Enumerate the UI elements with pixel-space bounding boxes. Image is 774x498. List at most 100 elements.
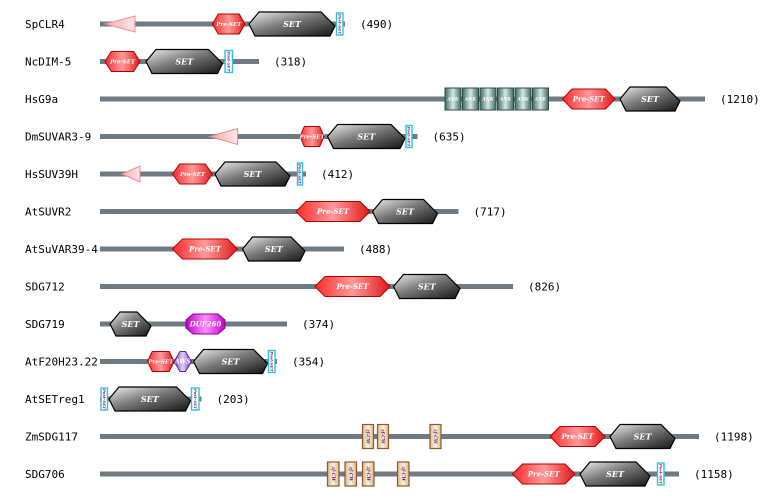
domain-label: SET: [606, 469, 625, 479]
domain-label: Pre-SET: [215, 22, 242, 28]
domain-label: SET: [141, 394, 160, 404]
protein-backbone: [100, 434, 699, 439]
domain-label: ANK: [481, 97, 495, 103]
protein-backbone: [100, 209, 459, 214]
domain-label: Post-SET: [269, 350, 274, 372]
protein-length: (1198): [714, 431, 754, 444]
set-domain: [214, 161, 291, 187]
protein-name: SDG719: [25, 318, 65, 331]
set-domain: [241, 236, 306, 262]
ank-repeat: [514, 87, 532, 111]
protein-length: (1158): [694, 468, 734, 481]
domain-label: Pre-SET: [179, 172, 206, 178]
zf-cw-domain: [361, 461, 375, 487]
domain-label: Pre-SET: [147, 359, 174, 365]
postset-domain: [190, 387, 200, 411]
postset-domain: [405, 124, 413, 149]
protein-backbone: [100, 284, 513, 289]
set-domain: [619, 86, 681, 112]
protein-row: DmSUVAR3-9 Pre-SET SET Post-SET (635): [25, 123, 466, 150]
chromo-domain: [208, 127, 238, 146]
ank-repeat: [497, 87, 514, 111]
protein-row: AtSUVR2 Pre-SET SET (717): [25, 198, 507, 225]
zf-cw-domain: [396, 461, 410, 487]
protein-length: (826): [528, 281, 561, 294]
domain-label: Post-SET: [658, 463, 663, 485]
set-domain: [192, 348, 269, 375]
set-domain: [326, 123, 406, 150]
preset-domain: [511, 463, 576, 485]
protein-length: (488): [359, 243, 392, 256]
domain-label: ANK: [446, 97, 460, 103]
protein-length: (717): [474, 206, 507, 219]
domain-label: SET: [265, 244, 284, 254]
protein-backbone: [100, 471, 679, 477]
protein-name: HsSUV39H: [25, 168, 78, 181]
domain-label: SET: [283, 19, 302, 29]
chromo-domain: [103, 15, 136, 33]
postset-domain: [100, 387, 109, 411]
protein-length: (318): [274, 56, 307, 69]
domain-label: Pre-SET: [336, 282, 370, 291]
domain-label: ANK: [464, 97, 478, 103]
set-domain: [579, 461, 651, 487]
protein-name: SDG712: [25, 281, 65, 294]
domain-label: zf-CW: [432, 428, 438, 445]
ank-repeat: [462, 87, 479, 111]
preset-domain: [314, 276, 391, 297]
domain-label: zf-CW: [400, 466, 406, 483]
domain-label: Post-SET: [407, 125, 412, 147]
postset-domain: [335, 12, 344, 36]
domain-label: SET: [418, 281, 437, 291]
domain-label: Pre-SET: [298, 134, 325, 140]
domain-label: ANK: [516, 97, 530, 103]
domain-label: Pre-SET: [109, 59, 136, 65]
domain-label: Pre-SET: [527, 469, 561, 478]
protein-length: (354): [292, 356, 325, 369]
protein-name: AtSUVR2: [25, 206, 71, 219]
domain-label: Post-SET: [102, 388, 107, 410]
protein-length: (203): [217, 393, 250, 406]
domain-label: SET: [357, 131, 376, 141]
ank-repeat: [479, 87, 497, 111]
protein-name: DmSUVAR3-9: [25, 131, 91, 144]
domain-label: DUF260: [189, 319, 222, 328]
preset-domain: [561, 88, 616, 110]
preset-domain: [171, 238, 239, 260]
set-domain: [145, 48, 224, 75]
domain-label: SET: [634, 431, 653, 441]
domain-label: SET: [122, 319, 141, 329]
protein-length: (635): [433, 131, 466, 144]
duf260-domain: [185, 313, 226, 335]
chromo-domain: [120, 165, 141, 183]
set-domain: [109, 311, 152, 337]
domain-label: ANK: [534, 97, 548, 103]
postset-domain: [224, 49, 234, 74]
preset-domain: [549, 426, 606, 447]
domain-label: Pre-SET: [572, 94, 606, 103]
protein-name: ZmSDG117: [25, 431, 78, 444]
domain-label: zf-CW: [380, 428, 386, 445]
postset-domain: [296, 162, 304, 186]
preset-domain: [295, 201, 371, 222]
preset-domain: [104, 51, 141, 72]
domain-label: SET: [396, 206, 415, 216]
protein-name: NcDIM-5: [25, 56, 71, 69]
ank-repeat: [532, 87, 549, 111]
set-domain: [609, 423, 676, 450]
domain-label: SET: [175, 56, 194, 66]
domain-label: Post-SET: [297, 163, 302, 185]
zf-cw-domain: [376, 423, 390, 450]
domain-label: zf-CW: [330, 466, 336, 483]
domain-label: Pre-SET: [316, 207, 350, 216]
zf-cw-domain: [326, 461, 340, 487]
protein-name: AtF20H23.22: [25, 356, 98, 369]
aws-domain: [173, 351, 193, 372]
